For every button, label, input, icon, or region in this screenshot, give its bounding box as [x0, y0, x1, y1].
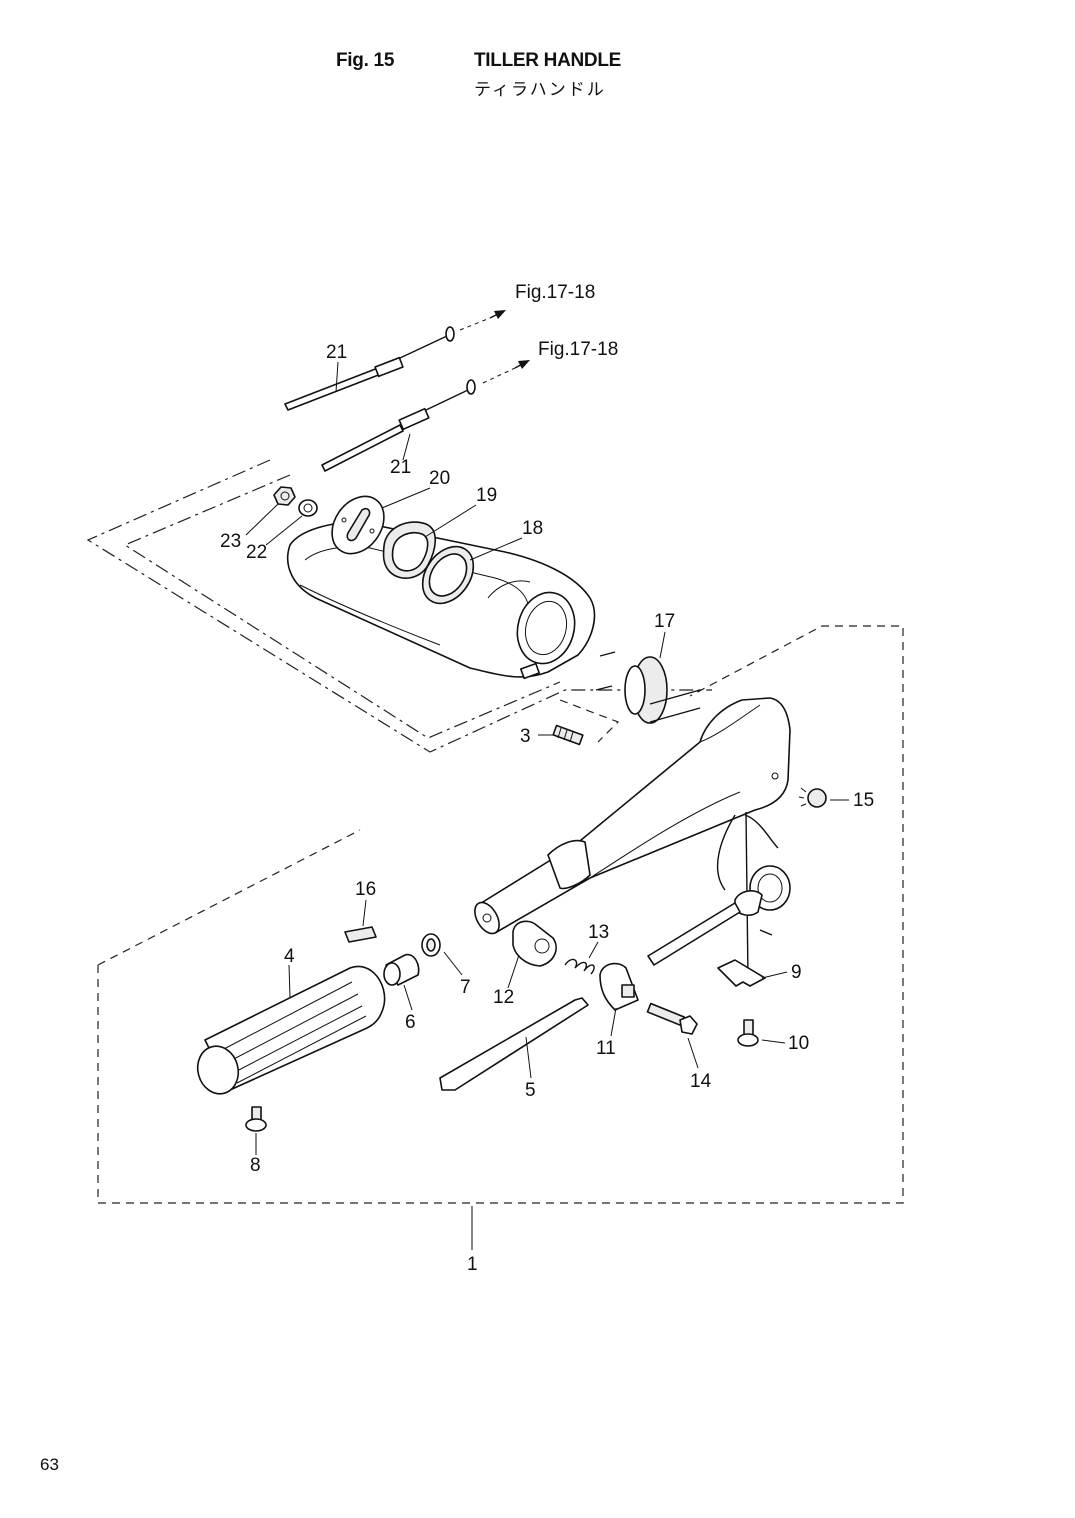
- callout-18: 18: [522, 518, 543, 539]
- pin-part-3: [552, 724, 584, 746]
- spring-part-13: [564, 958, 595, 975]
- callout-19: 19: [476, 485, 497, 506]
- callout-13: 13: [588, 922, 609, 943]
- nut-part-23: [273, 486, 296, 506]
- callout-14: 14: [690, 1071, 712, 1092]
- cap-part-15: [798, 787, 827, 808]
- figure-number: Fig. 15: [336, 50, 395, 71]
- callout-20: 20: [429, 468, 450, 489]
- screw-part-10: [737, 1019, 759, 1047]
- callout-23: 23: [220, 531, 241, 552]
- callout-12: 12: [493, 987, 514, 1008]
- sleeve-part-6: [383, 953, 420, 986]
- throttle-cable-upper: [284, 326, 455, 411]
- reference-label-fig-17-18-lower: Fig.17-18: [538, 339, 618, 360]
- collar-part-7: [421, 933, 441, 957]
- reference-arrows: [459, 310, 530, 384]
- plate-part-9: [717, 959, 766, 987]
- tiller-arm: [474, 697, 791, 979]
- callout-11: 11: [596, 1038, 616, 1059]
- leader-lines: [245, 361, 849, 1250]
- throttle-grip-part-4: [196, 965, 386, 1095]
- figure-title: TILLER HANDLE: [474, 50, 622, 71]
- figure-title-japanese: ティラハンドル: [474, 80, 606, 100]
- assembly-boundaries: [86, 459, 904, 1204]
- callout-3: 3: [520, 726, 531, 747]
- seal-ring-part-18: [421, 545, 475, 605]
- callout-10: 10: [788, 1033, 809, 1054]
- reference-label-fig-17-18-upper: Fig.17-18: [515, 282, 595, 303]
- bushing-part-17: [595, 651, 701, 724]
- callout-5: 5: [525, 1080, 536, 1101]
- label-part-16: [344, 926, 377, 943]
- callout-1: 1: [467, 1254, 478, 1275]
- throttle-shaft-part-5: [439, 997, 589, 1091]
- callout-21-lower: 21: [390, 457, 411, 478]
- callout-6: 6: [405, 1012, 416, 1033]
- callout-15: 15: [853, 790, 874, 811]
- throttle-cable-lower: [321, 379, 476, 472]
- callout-17: 17: [654, 611, 675, 632]
- screw-part-8: [245, 1106, 267, 1132]
- washer-part-22: [298, 499, 318, 517]
- callout-22: 22: [246, 542, 267, 563]
- callout-21-upper: 21: [326, 342, 347, 363]
- clamp-part-11: [599, 962, 639, 1011]
- bolt-part-14: [646, 1002, 698, 1035]
- stop-switch-assembly: [647, 865, 791, 966]
- callout-7: 7: [460, 977, 471, 998]
- page-number: 63: [40, 1455, 59, 1474]
- friction-piece-part-12: [512, 920, 557, 967]
- callout-4: 4: [284, 946, 295, 967]
- callout-numbers: 21 21 20 19 18 23 22 17 3 15 16 4 13 7 1…: [220, 342, 874, 1275]
- callout-9: 9: [791, 962, 802, 983]
- grommet-part-19: [382, 521, 437, 579]
- callout-8: 8: [250, 1155, 261, 1176]
- plate-part-20: [331, 495, 385, 555]
- callout-16: 16: [355, 879, 376, 900]
